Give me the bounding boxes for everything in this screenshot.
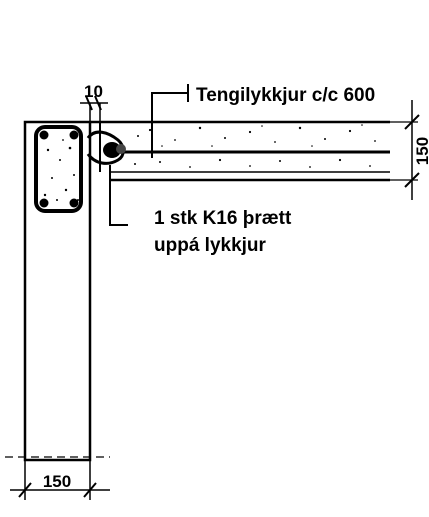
wall-thickness-dimension-text: 150: [43, 472, 71, 491]
wall-corner-bars: [39, 130, 79, 208]
rebar-callout-line2: uppá lykkjur: [154, 235, 267, 256]
slab-section: [86, 120, 390, 182]
top-tie-callout: Tengilykkjur c/c 600: [151, 84, 375, 158]
slab-concrete-hatch: [134, 124, 376, 168]
wall-outline: [23, 120, 92, 462]
rebar-callout: 1 stk K16 þrætt uppá lykkjur: [109, 165, 292, 256]
wall-concrete-hatch: [43, 139, 79, 201]
slab-thickness-dimension-text: 150: [413, 137, 429, 165]
slab-thickness-dimension: 150: [390, 100, 429, 200]
wall-thickness-dimension: 150: [5, 456, 110, 500]
rebar-callout-line1: 1 stk K16 þrætt: [154, 208, 292, 229]
top-tie-callout-text: Tengilykkjur c/c 600: [196, 85, 375, 106]
wall-section: [23, 120, 92, 462]
wall-stirrup: [34, 125, 83, 213]
joint-gap-dimension: 10: [80, 82, 108, 122]
joint-loop-and-bar: [86, 130, 126, 165]
joint-gap-dimension-text: 10: [84, 82, 103, 101]
